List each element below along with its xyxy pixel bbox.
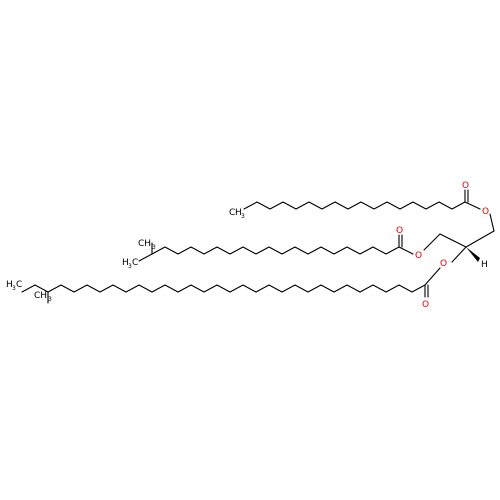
chain-2-branch-sub: 3 xyxy=(152,244,156,251)
chain-2-backbone xyxy=(151,246,400,255)
stereo-h: H xyxy=(481,260,488,270)
stereo-wedge xyxy=(466,247,480,262)
chain-3-ethyl-2 xyxy=(21,284,36,293)
glycerol-backbone: H xyxy=(423,213,495,270)
chain-3-ester-o: O xyxy=(440,259,447,269)
glycerol-o1-ch2 xyxy=(489,213,495,232)
chain-2-branch-ch: CH xyxy=(138,239,151,249)
chain-2-terminal-h: H xyxy=(122,258,129,268)
glycerol-ch-o3 xyxy=(451,246,467,263)
glycerol-ch2-ch xyxy=(465,230,495,248)
chain-3-branch-sub: 3 xyxy=(48,296,52,303)
chain-1: O O C H 3 xyxy=(229,181,489,220)
glycerol-ch-ch2b xyxy=(439,233,467,248)
chain-3-terminal-c: C xyxy=(16,280,22,290)
chain-2-carbonyl-o: O xyxy=(396,226,403,236)
chain-3-ethyl-1 xyxy=(34,284,49,293)
chain-2: O O CH 3 H 3 C xyxy=(122,226,422,270)
chain-3-terminal-count: 3 xyxy=(12,285,16,292)
chain-3-branch-ch: CH xyxy=(34,291,47,301)
chain-1-backbone xyxy=(243,201,466,210)
chain-3: O O CH 3 H 3 C xyxy=(6,259,447,310)
chain-2-ester-o: O xyxy=(415,251,422,261)
chain-1-terminal-c: C xyxy=(229,208,235,218)
glycerol-ch2b-o2 xyxy=(423,233,441,251)
chain-1-ester-o: O xyxy=(482,207,489,217)
chain-3-carbonyl-o: O xyxy=(422,300,429,310)
chain-2-terminal-c: C xyxy=(132,258,138,268)
chain-1-terminal-h: H xyxy=(235,208,242,218)
chain-1-carbonyl-o: O xyxy=(462,181,469,191)
chain-3-ester-bond xyxy=(424,267,441,286)
chain-2-terminal-count: 3 xyxy=(128,263,132,270)
chain-1-ester-bond xyxy=(464,201,481,210)
chain-3-terminal-h: H xyxy=(6,280,13,290)
chain-3-backbone xyxy=(47,284,426,293)
chain-2-ester-bond xyxy=(398,246,414,255)
chain-1-terminal-count: 3 xyxy=(241,213,245,220)
chain-2-ethyl-1 xyxy=(138,253,153,262)
